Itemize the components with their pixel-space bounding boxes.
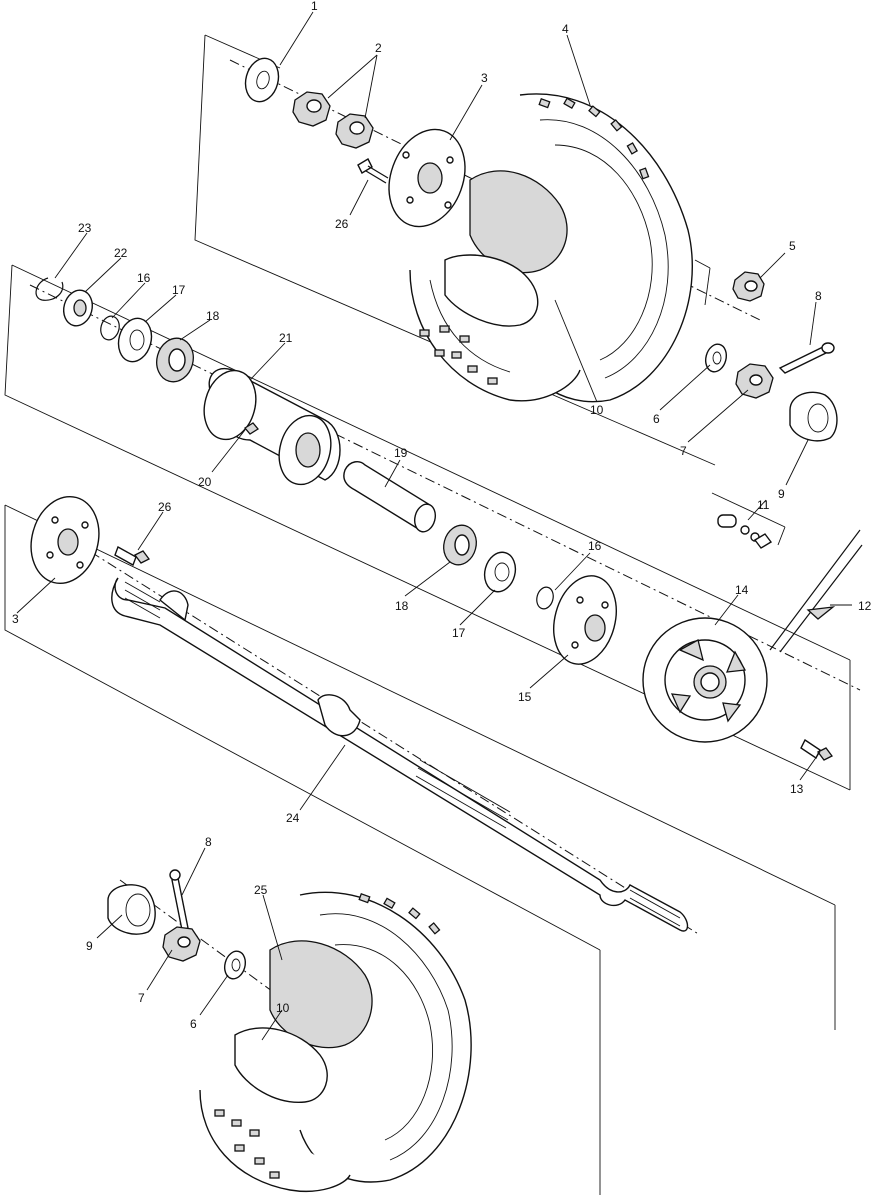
callout-21: 21 [279,331,293,345]
callout-17-lower: 17 [452,626,466,640]
tread-lugs-upper [419,97,650,385]
axle-housing-parts [30,277,863,761]
callout-16-lower: 16 [588,539,602,553]
callout-1: 1 [311,0,318,13]
tread-lugs-lower [214,892,441,1179]
callout-9-lower: 9 [86,939,93,953]
upper-hub-parts [244,57,838,442]
callout-14: 14 [735,583,749,597]
callout-6-upper: 6 [653,412,660,426]
callout-20: 20 [198,475,212,489]
callout-26-lower: 26 [158,500,172,514]
callout-8-upper: 8 [815,289,822,303]
axle-splines [124,581,681,927]
callout-24: 24 [286,811,300,825]
callout-9-upper: 9 [778,487,785,501]
callout-8-lower: 8 [205,835,212,849]
callout-13: 13 [790,782,804,796]
callout-11: 11 [757,498,770,512]
callout-7-upper: 7 [680,444,687,458]
callout-16-upper: 16 [137,271,151,285]
callout-3-upper: 3 [481,71,488,85]
callout-5: 5 [789,239,796,253]
callout-15: 15 [518,690,532,704]
callout-12: 12 [858,599,872,613]
callout-7-lower: 7 [138,991,145,1005]
callout-25: 25 [254,883,268,897]
callout-2: 2 [375,41,382,55]
callout-22: 22 [114,246,128,260]
callout-4: 4 [562,22,569,36]
callout-10-lower: 10 [276,1001,290,1015]
lower-wheel-assembly [107,869,472,1192]
callout-18-upper: 18 [206,309,220,323]
callout-labels: 1 2 3 4 26 5 8 10 6 7 9 23 22 16 17 18 2… [12,0,872,1031]
leader-lines [16,11,852,1041]
callout-18-lower: 18 [395,599,409,613]
callout-26-upper: 26 [335,217,349,231]
callout-10-upper: 10 [590,403,604,417]
callout-17-upper: 17 [172,283,186,297]
callout-23: 23 [78,221,92,235]
upper-wheel-assembly [409,93,693,403]
callout-3-lower: 3 [12,612,19,626]
callout-19: 19 [394,446,408,460]
callout-6-lower: 6 [190,1017,197,1031]
axle-shaft [111,577,689,932]
